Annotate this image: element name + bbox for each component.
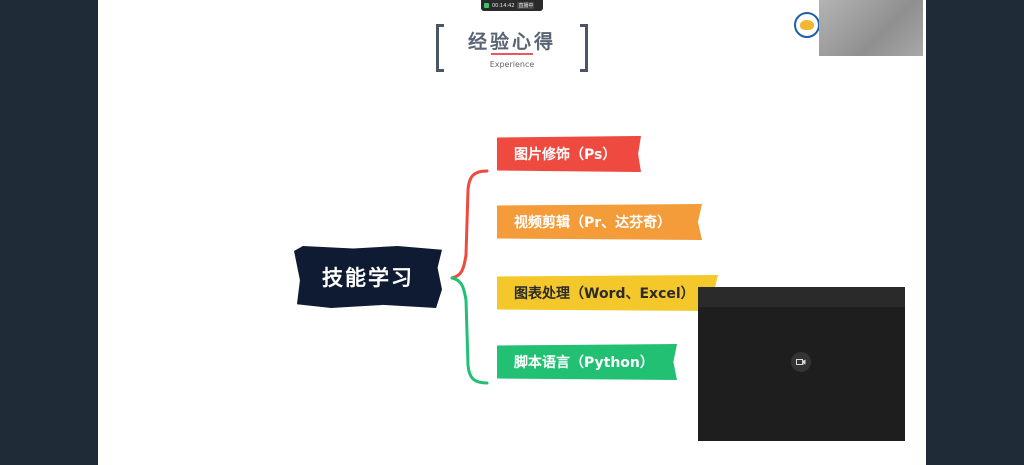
- slide-header: 经验心得 Experience: [436, 24, 588, 72]
- slide-subtitle: Experience: [489, 60, 535, 69]
- branch-scripting-language: 脚本语言（Python）: [497, 344, 677, 380]
- left-bracket: [436, 24, 444, 72]
- live-timer: 00:14:42: [492, 2, 515, 9]
- right-bracket: [580, 24, 588, 72]
- branch-photo-editing: 图片修饰（Ps）: [497, 136, 641, 172]
- video-title-bar[interactable]: [698, 287, 905, 307]
- title-underline: [491, 53, 533, 55]
- branch-chart-processing: 图表处理（Word、Excel）: [497, 275, 718, 311]
- branch-video-editing: 视频剪辑（Pr、达芬奇）: [497, 204, 702, 240]
- presenter-camera-thumbnail[interactable]: [819, 0, 923, 56]
- camera-off-icon[interactable]: [791, 352, 811, 372]
- slide-title: 经验心得: [467, 31, 556, 53]
- live-tag: 直播中: [517, 2, 535, 9]
- mind-map-center-node: 技能学习: [294, 246, 442, 308]
- video-overlay-window[interactable]: [698, 287, 905, 441]
- signal-icon: [484, 3, 489, 8]
- live-status-pill: 00:14:42 直播中: [481, 0, 543, 11]
